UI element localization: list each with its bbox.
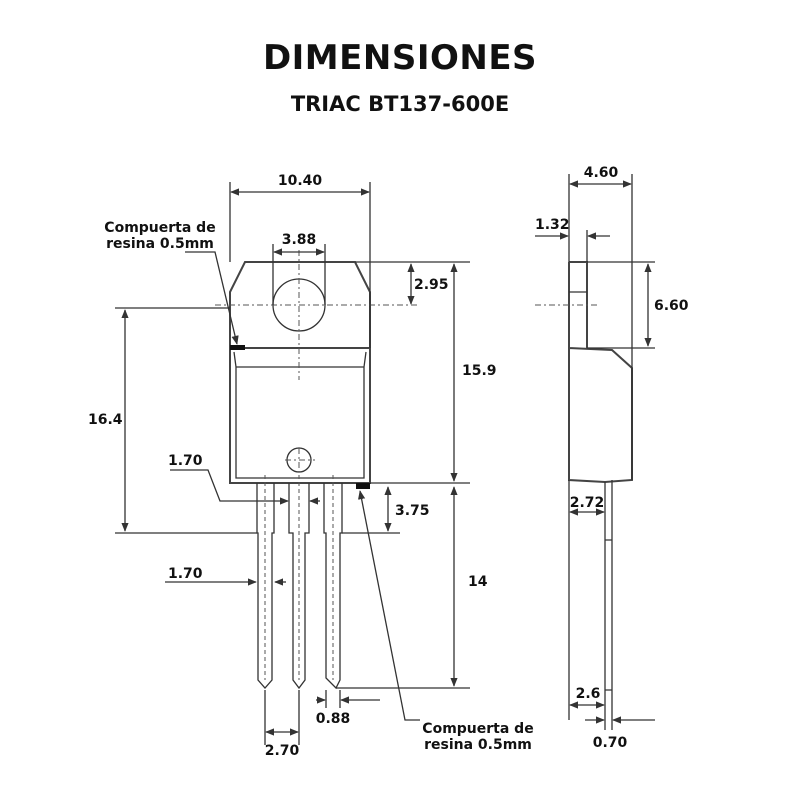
side-body bbox=[568, 261, 633, 484]
dim-shoulder-length: 3.75 bbox=[395, 503, 430, 519]
dim-lead-width-top: 1.70 bbox=[168, 453, 203, 469]
dim-lead-length: 14 bbox=[468, 574, 488, 590]
dim-tab-height: 6.60 bbox=[654, 298, 689, 314]
leads bbox=[256, 475, 343, 690]
dim-lead-width: 1.70 bbox=[168, 566, 203, 582]
front-view: 10.40 3.88 2.95 15.9 16.4 1.70 3.75 14 1… bbox=[88, 173, 534, 759]
resin-gate-label-top-2: resina 0.5mm bbox=[106, 236, 214, 252]
dim-body-height: 15.9 bbox=[462, 363, 497, 379]
dim-lead-offset-top: 2.72 bbox=[570, 495, 605, 511]
dim-hole-diameter: 3.88 bbox=[282, 232, 317, 248]
side-view: 4.60 1.32 6.60 2.72 2.6 0.70 bbox=[535, 165, 689, 751]
resin-gate-label-top-1: Compuerta de bbox=[104, 220, 215, 236]
dim-overall-shoulder: 16.4 bbox=[88, 412, 123, 428]
dim-lead-offset-bottom: 2.6 bbox=[576, 686, 601, 702]
dim-hole-offset: 2.95 bbox=[414, 277, 449, 293]
page-subtitle: TRIAC BT137-600E bbox=[290, 92, 510, 116]
dim-pitch: 2.70 bbox=[265, 743, 300, 759]
dim-tab-thickness: 1.32 bbox=[535, 217, 570, 233]
dim-width: 10.40 bbox=[278, 173, 323, 189]
dim-lead-tip: 0.88 bbox=[316, 711, 351, 727]
side-lead bbox=[604, 480, 613, 720]
resin-gate-label-bottom-2: resina 0.5mm bbox=[424, 737, 532, 753]
plastic-body bbox=[229, 347, 371, 484]
dim-lead-thickness: 0.70 bbox=[593, 735, 628, 751]
resin-gate-marker-top bbox=[230, 345, 245, 350]
resin-gate-marker-bottom bbox=[356, 483, 370, 489]
page-title: DIMENSIONES bbox=[262, 38, 538, 78]
dim-thickness: 4.60 bbox=[584, 165, 619, 181]
resin-gate-label-bottom-1: Compuerta de bbox=[422, 721, 533, 737]
